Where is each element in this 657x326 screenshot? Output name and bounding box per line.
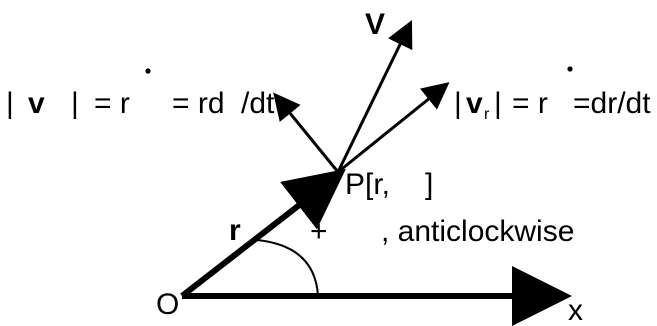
label-v-theta-tail: /dt <box>241 87 275 120</box>
label-radius: r <box>229 214 241 247</box>
label-V: V <box>365 8 385 41</box>
label-v-theta-right-bar: | <box>71 87 79 120</box>
label-origin: O <box>156 288 179 321</box>
label-anticlockwise: , anticlockwise <box>381 215 574 248</box>
dot-over-r-left <box>145 68 151 74</box>
label-point-close: ] <box>425 168 433 201</box>
label-v-theta-v: v <box>28 87 45 120</box>
label-v-r-v: v <box>466 87 483 120</box>
label-v-theta-left-bar: | <box>6 87 14 120</box>
label-x-axis: x <box>568 294 583 326</box>
label-v-r-eq1: = r <box>512 87 548 120</box>
label-v-r-left-bar: | <box>454 87 462 120</box>
label-v-theta-eq1: = r <box>94 87 130 120</box>
dot-over-r-right <box>567 66 573 72</box>
radius-vector-arrow <box>180 168 346 299</box>
transverse-velocity-arrow <box>273 92 340 173</box>
label-v-r-subscript: r <box>484 106 490 123</box>
label-plus: + <box>310 215 328 248</box>
label-v-theta-eq2: = rd <box>172 87 225 120</box>
velocity-vector-arrow <box>336 19 413 173</box>
label-v-r-eq2: =dr/dt <box>573 87 651 120</box>
label-v-r-right-bar: | <box>494 87 502 120</box>
angle-arc <box>256 239 319 297</box>
label-point: P[r, <box>345 168 390 201</box>
radial-velocity-arrow <box>337 82 450 174</box>
